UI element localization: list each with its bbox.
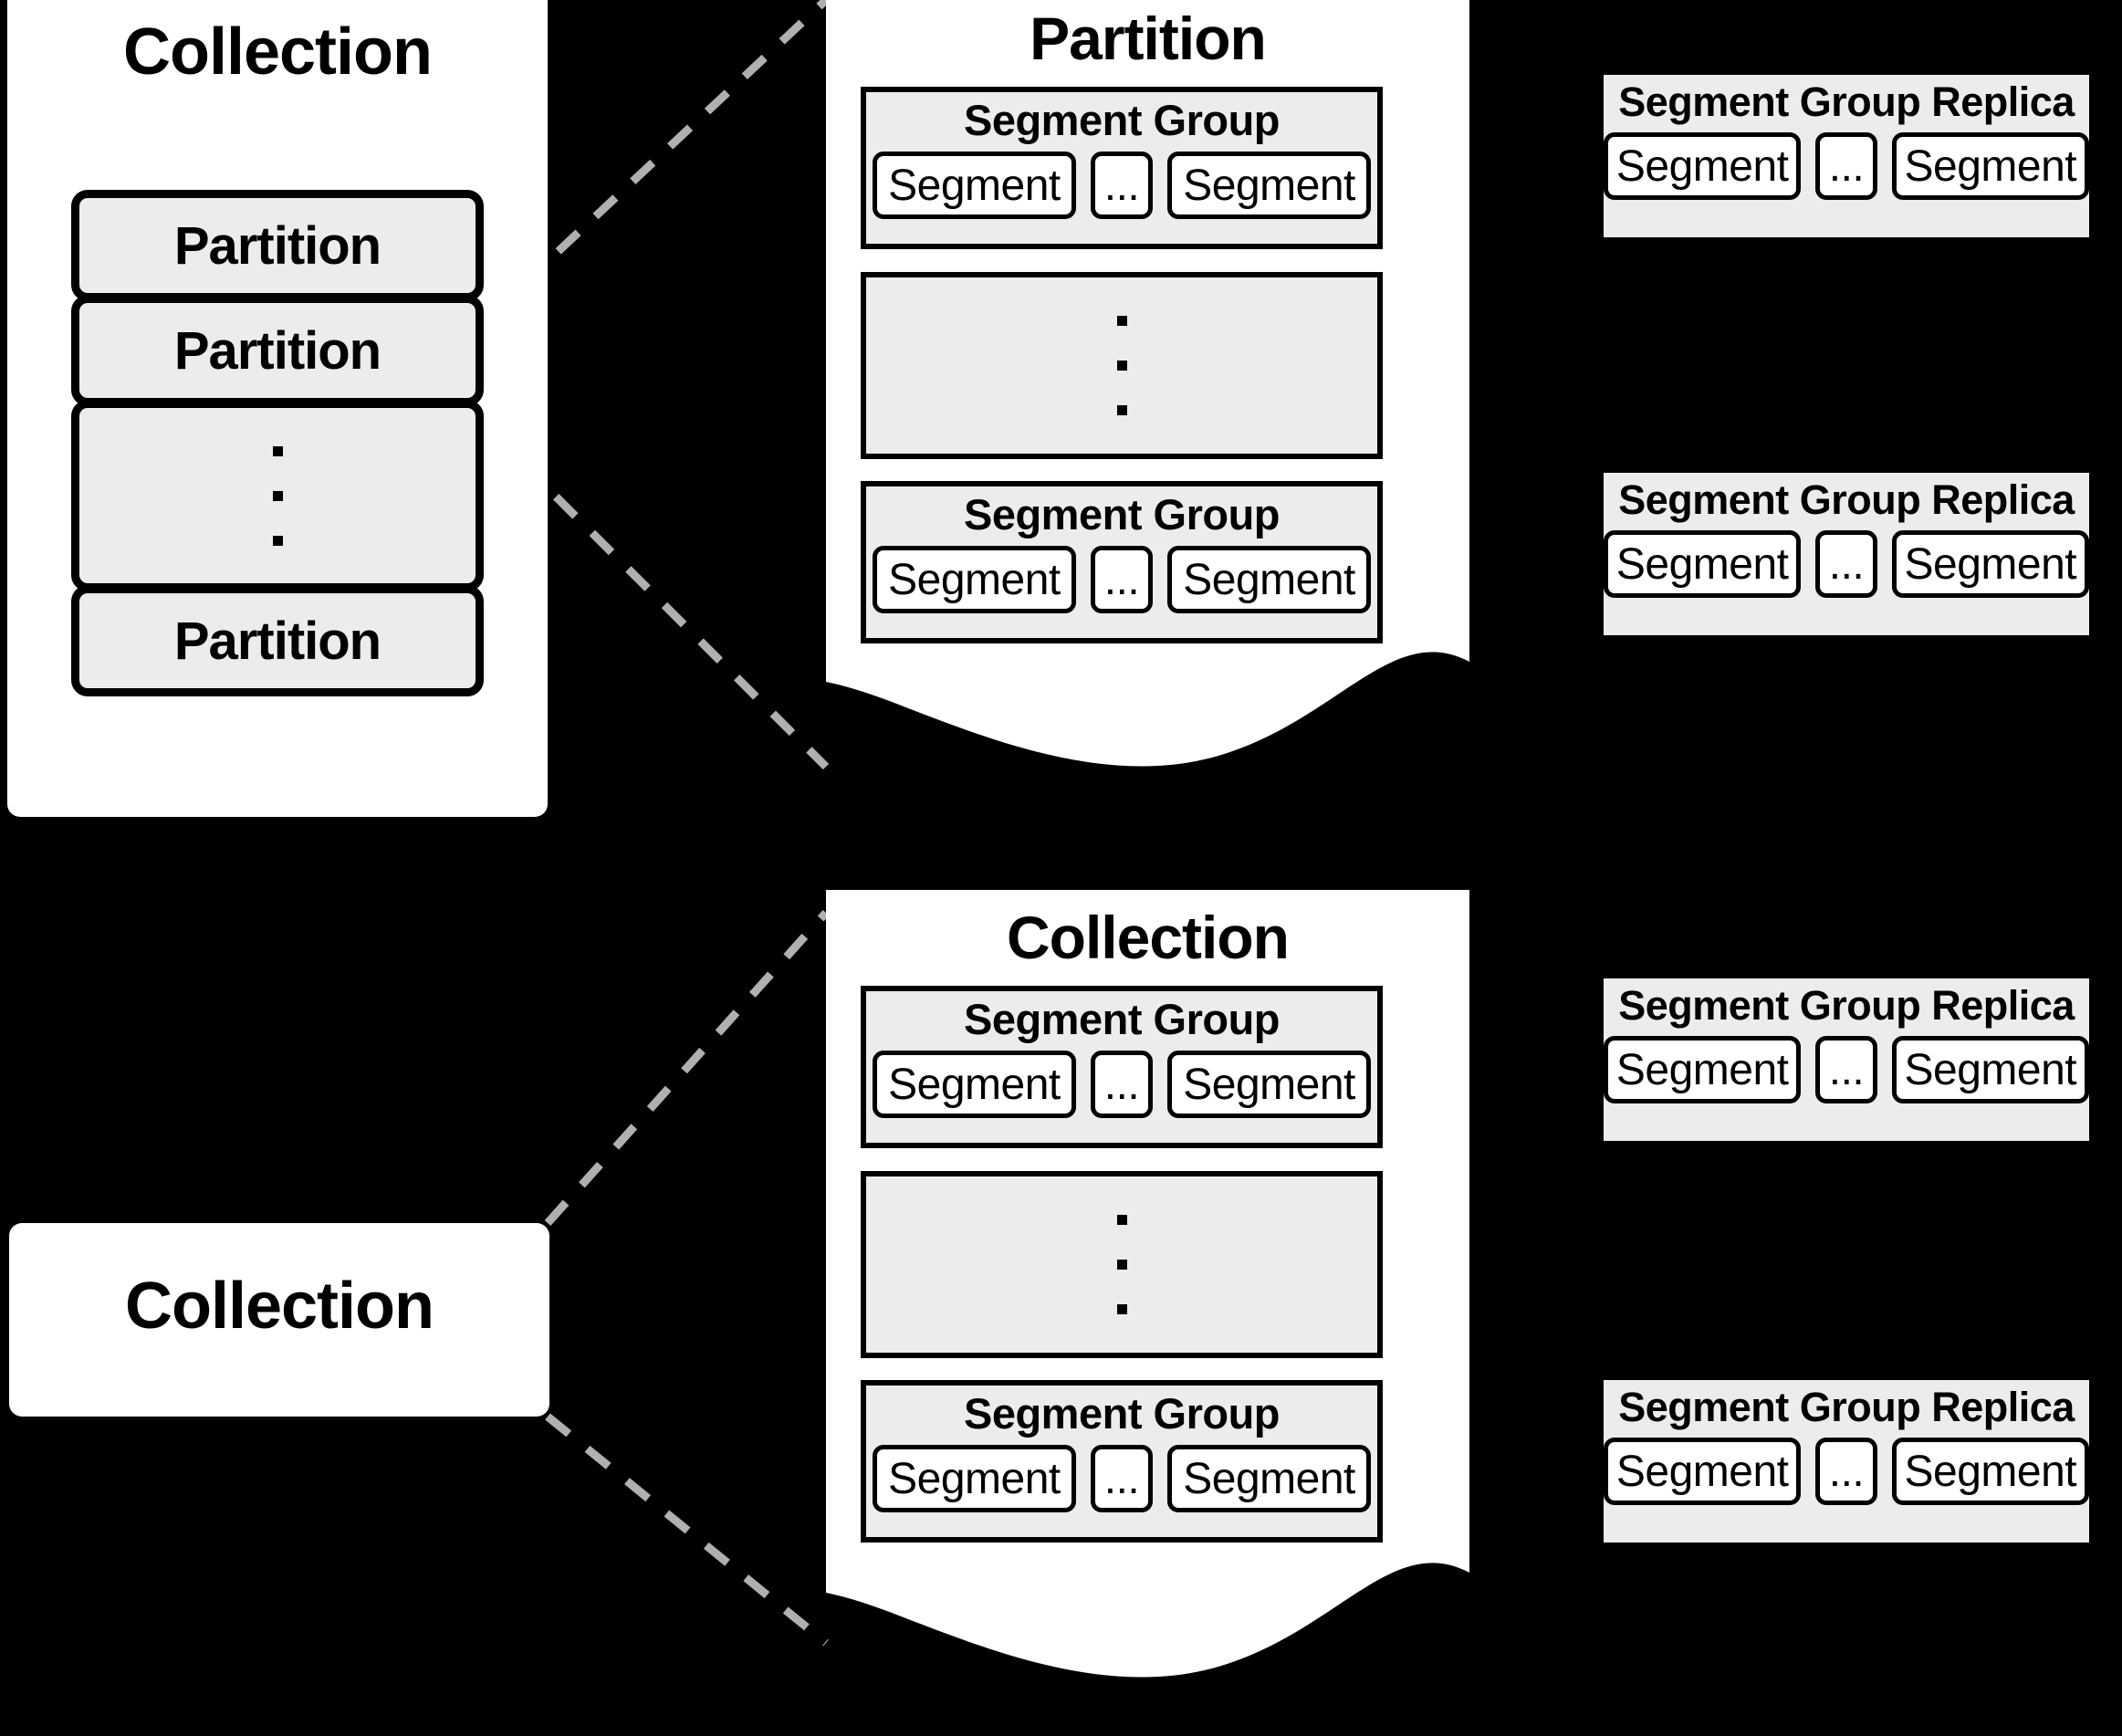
segment-chip[interactable]: Segment bbox=[1604, 1036, 1802, 1104]
segment-group-replica-3[interactable]: Segment Group Replica Segment ... Segmen… bbox=[1604, 978, 2089, 1141]
segment-group-replica-title: Segment Group Replica bbox=[1618, 1384, 2075, 1430]
segment-row: Segment ... Segment bbox=[1604, 1036, 2089, 1104]
segment-chip[interactable]: Segment bbox=[1891, 530, 2089, 599]
bottom-left-collection-card[interactable]: Collection bbox=[9, 1223, 549, 1417]
segment-row: Segment ... Segment bbox=[1604, 132, 2089, 201]
segment-row: Segment ... Segment bbox=[866, 152, 1377, 220]
segment-chip[interactable]: Segment bbox=[873, 1445, 1076, 1513]
partition-cell-ellipsis bbox=[71, 400, 484, 591]
segment-ellipsis-chip: ... bbox=[1090, 1051, 1154, 1119]
segment-group-title: Segment Group bbox=[963, 96, 1281, 144]
segment-group-replica-4[interactable]: Segment Group Replica Segment ... Segmen… bbox=[1604, 1380, 2089, 1543]
bottom-collection-panel: Collection Segment Group Segment ... Seg… bbox=[826, 890, 1469, 1725]
segment-group-replica-title: Segment Group Replica bbox=[1618, 982, 2075, 1029]
top-partition-panel: Partition Segment Group Segment ... Segm… bbox=[826, 0, 1469, 817]
segment-ellipsis-chip: ... bbox=[1815, 1036, 1877, 1104]
partition-label: Partition bbox=[173, 215, 382, 276]
segment-ellipsis-chip: ... bbox=[1090, 152, 1154, 220]
segment-group-3[interactable]: Segment Group Segment ... Segment bbox=[861, 986, 1383, 1148]
segment-chip[interactable]: Segment bbox=[1604, 530, 1802, 599]
segment-group-replica-title: Segment Group Replica bbox=[1618, 78, 2075, 125]
partition-cell-2[interactable]: Partition bbox=[71, 295, 484, 406]
segment-ellipsis-chip: ... bbox=[1815, 132, 1877, 201]
segment-ellipsis-chip: ... bbox=[1815, 530, 1877, 599]
segment-group-title: Segment Group bbox=[963, 490, 1281, 539]
segment-chip[interactable]: Segment bbox=[1167, 1445, 1371, 1513]
segment-chip[interactable]: Segment bbox=[1891, 1438, 2089, 1506]
segment-group-title: Segment Group bbox=[963, 995, 1281, 1043]
segment-group-title: Segment Group bbox=[963, 1389, 1281, 1438]
segment-group-1[interactable]: Segment Group Segment ... Segment bbox=[861, 87, 1383, 249]
segment-chip[interactable]: Segment bbox=[1891, 132, 2089, 201]
segment-chip[interactable]: Segment bbox=[873, 1051, 1076, 1119]
segment-group-ellipsis bbox=[861, 1171, 1383, 1358]
partition-cell-1[interactable]: Partition bbox=[71, 190, 484, 301]
bottom-collection-panel-title: Collection bbox=[1006, 904, 1290, 971]
top-left-collection-title: Collection bbox=[122, 16, 433, 89]
segment-ellipsis-chip: ... bbox=[1090, 546, 1154, 614]
segment-chip[interactable]: Segment bbox=[873, 152, 1076, 220]
segment-row: Segment ... Segment bbox=[866, 546, 1377, 614]
top-left-collection-card: Collection Partition Partition Partition bbox=[7, 0, 548, 817]
segment-group-4[interactable]: Segment Group Segment ... Segment bbox=[861, 1380, 1383, 1543]
partition-label: Partition bbox=[173, 611, 382, 671]
top-partition-panel-title: Partition bbox=[1030, 5, 1267, 72]
vertical-ellipsis-icon bbox=[866, 1177, 1377, 1353]
segment-chip[interactable]: Segment bbox=[1891, 1036, 2089, 1104]
segment-ellipsis-chip: ... bbox=[1815, 1438, 1877, 1506]
segment-row: Segment ... Segment bbox=[866, 1445, 1377, 1513]
segment-group-replica-2[interactable]: Segment Group Replica Segment ... Segmen… bbox=[1604, 473, 2089, 635]
partition-cell-3[interactable]: Partition bbox=[71, 585, 484, 696]
segment-ellipsis-chip: ... bbox=[1090, 1445, 1154, 1513]
partition-label: Partition bbox=[173, 320, 382, 381]
segment-row: Segment ... Segment bbox=[1604, 530, 2089, 599]
segment-row: Segment ... Segment bbox=[1604, 1438, 2089, 1506]
segment-chip[interactable]: Segment bbox=[1167, 152, 1371, 220]
segment-chip[interactable]: Segment bbox=[1167, 546, 1371, 614]
segment-group-replica-title: Segment Group Replica bbox=[1618, 476, 2075, 523]
segment-group-replica-1[interactable]: Segment Group Replica Segment ... Segmen… bbox=[1604, 75, 2089, 237]
vertical-ellipsis-icon bbox=[866, 277, 1377, 454]
segment-chip[interactable]: Segment bbox=[1604, 132, 1802, 201]
segment-group-2[interactable]: Segment Group Segment ... Segment bbox=[861, 481, 1383, 643]
connector-bottom-upper bbox=[544, 909, 830, 1227]
connector-bottom-lower bbox=[545, 1413, 829, 1647]
segment-row: Segment ... Segment bbox=[866, 1051, 1377, 1119]
segment-group-ellipsis bbox=[861, 272, 1383, 459]
vertical-ellipsis-icon bbox=[79, 408, 476, 583]
segment-chip[interactable]: Segment bbox=[873, 546, 1076, 614]
bottom-left-collection-title: Collection bbox=[124, 1270, 434, 1343]
segment-chip[interactable]: Segment bbox=[1167, 1051, 1371, 1119]
segment-chip[interactable]: Segment bbox=[1604, 1438, 1802, 1506]
